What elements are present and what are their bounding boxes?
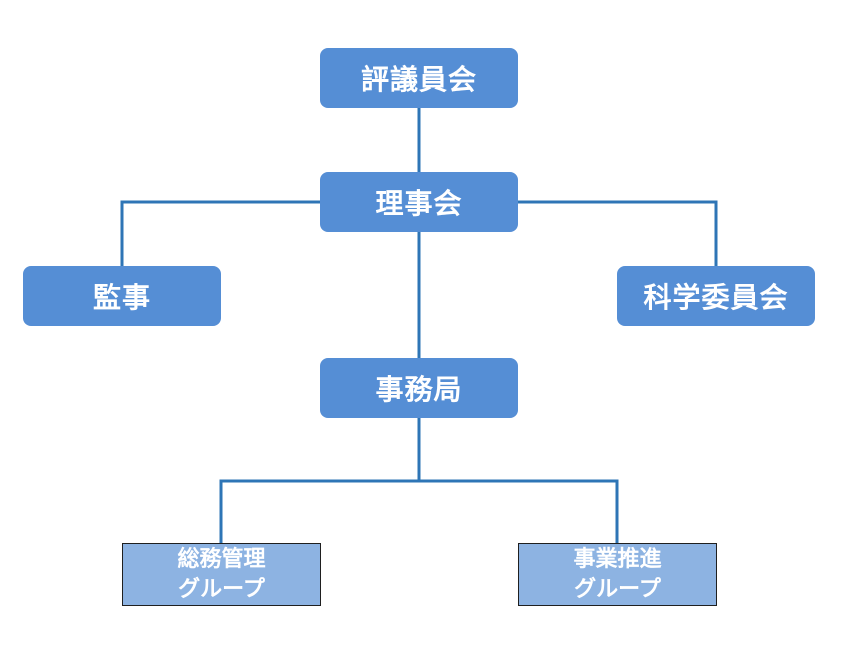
business-promotion-group-label-line2: グループ bbox=[574, 576, 661, 602]
auditor-label: 監事 bbox=[92, 281, 151, 314]
council-label: 評議員会 bbox=[360, 63, 477, 96]
business-promotion-group-box: 事業推進 グループ bbox=[518, 543, 717, 606]
board-label: 理事会 bbox=[375, 187, 463, 220]
science-committee-box: 科学委員会 bbox=[617, 266, 815, 326]
auditor-box: 監事 bbox=[23, 266, 221, 326]
secretariat-label: 事務局 bbox=[375, 373, 463, 406]
science-committee-label: 科学委員会 bbox=[643, 281, 789, 314]
business-promotion-group-label-line1: 事業推進 bbox=[573, 546, 662, 572]
general-affairs-group-box: 総務管理 グループ bbox=[122, 543, 321, 606]
groups-branch-connector bbox=[219, 479, 619, 543]
general-affairs-group-label-line2: グループ bbox=[178, 576, 265, 602]
general-affairs-group-label-line1: 総務管理 bbox=[177, 546, 266, 572]
board-auditor-connector bbox=[120, 200, 320, 266]
board-box: 理事会 bbox=[320, 172, 518, 232]
council-box: 評議員会 bbox=[320, 48, 518, 108]
board-science-committee-connector bbox=[517, 200, 718, 266]
secretariat-box: 事務局 bbox=[320, 358, 518, 418]
